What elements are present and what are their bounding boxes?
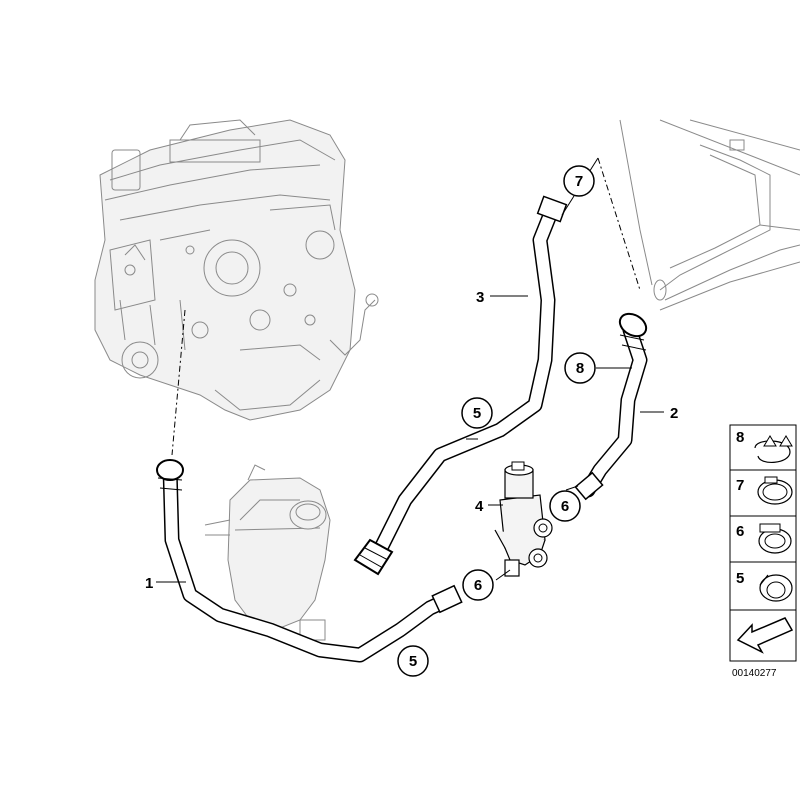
label-part-4: 4 (475, 498, 484, 515)
label-part-2: 2 (670, 405, 678, 422)
label-part-7: 7 (575, 173, 583, 190)
heater-core-illustration (619, 119, 800, 311)
callout-part-8: 8 (564, 352, 596, 384)
legend-label-6: 6 (736, 523, 744, 540)
callout-part-6-right: 6 (549, 490, 581, 522)
hose-1 (156, 459, 463, 663)
label-part-5-upper: 5 (473, 405, 481, 422)
callout-part-5-upper: 5 (461, 397, 493, 429)
callout-part-6-lower: 6 (462, 569, 494, 601)
callout-part-7: 7 (563, 165, 595, 197)
label-part-3: 3 (476, 289, 484, 306)
legend-label-8: 8 (736, 429, 744, 446)
legend-label-7: 7 (736, 477, 744, 494)
label-part-8: 8 (576, 360, 584, 377)
part-labels: 1 2 3 4 5 5 6 6 7 8 (145, 165, 678, 677)
clamp-legend-panel: 8 7 6 5 (729, 424, 797, 662)
label-part-5-lower: 5 (409, 653, 417, 670)
document-number: 00140277 (732, 668, 777, 679)
label-part-6-lower: 6 (474, 577, 482, 594)
label-part-1: 1 (145, 575, 153, 592)
callout-part-5-lower: 5 (397, 645, 429, 677)
spring-clamp-icon (754, 435, 793, 463)
legend-label-5: 5 (736, 570, 744, 587)
leader-lines (156, 157, 664, 583)
direction-arrow-icon (736, 617, 794, 654)
engine-block-illustration (94, 119, 379, 421)
auxiliary-water-pump (494, 461, 553, 577)
hose-clamp-icon-7 (757, 476, 793, 505)
expansion-tank-illustration (204, 464, 331, 641)
band-clamp-icon (759, 574, 793, 602)
hose-2 (574, 312, 648, 501)
label-part-6-right: 6 (561, 498, 569, 515)
hose-clamp-icon-6 (758, 523, 792, 554)
